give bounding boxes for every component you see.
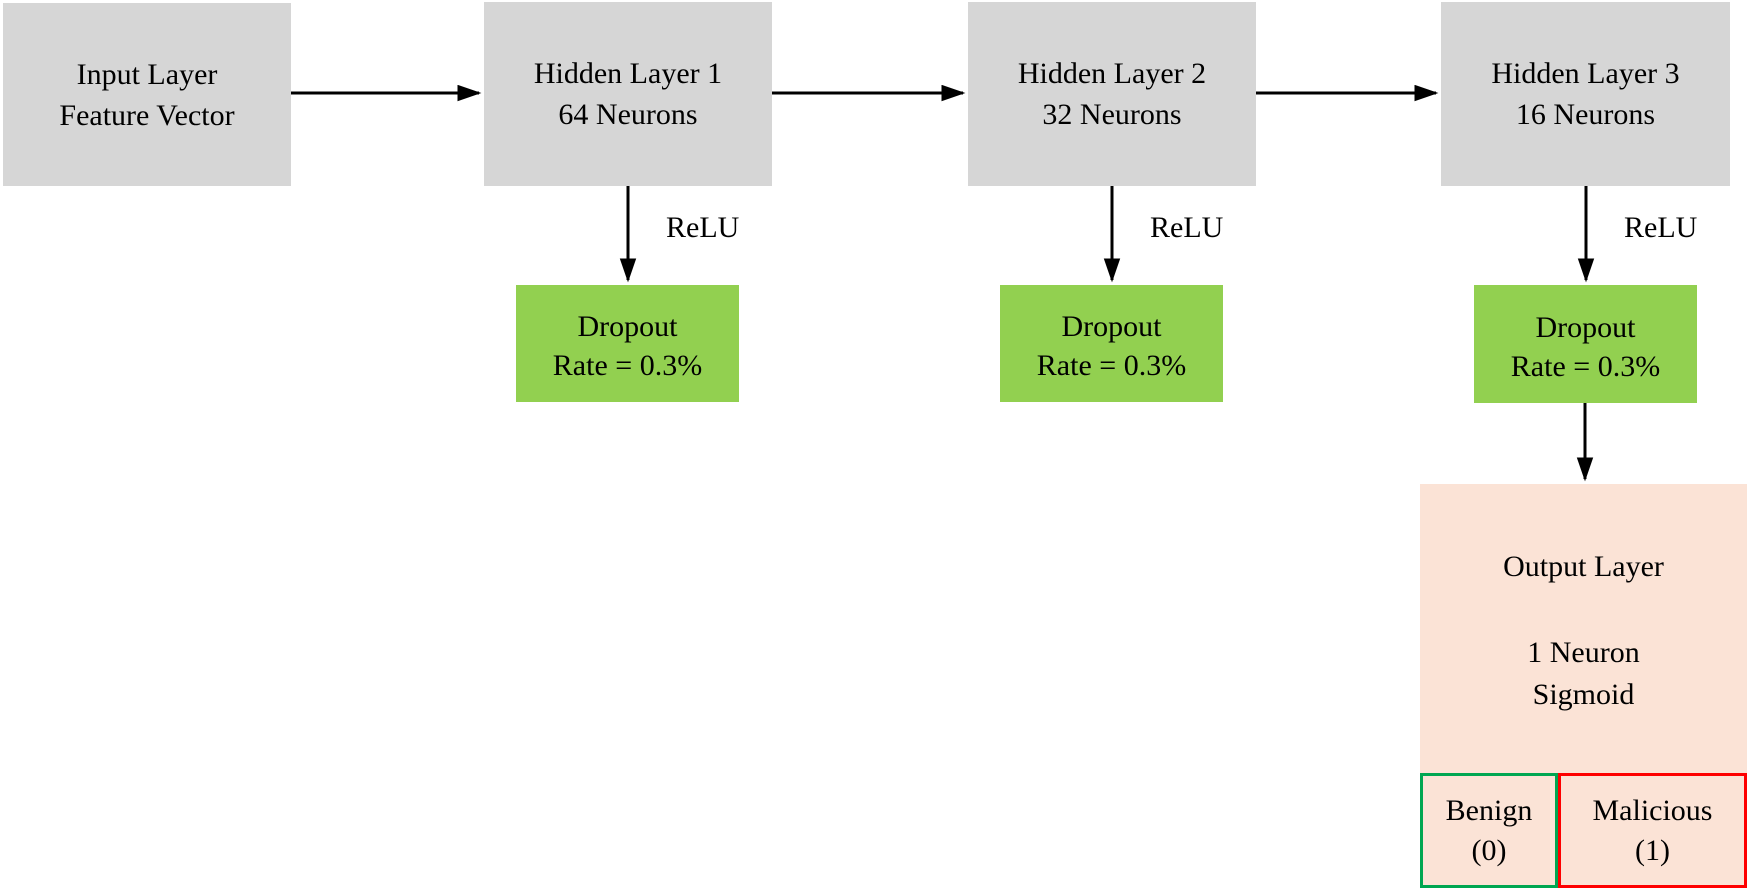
output-layer-neurons: 1 Neuron: [1527, 636, 1640, 669]
relu-label-1: ReLU: [666, 211, 740, 244]
input-layer-node: Input Layer Feature Vector: [3, 3, 291, 186]
hidden-layer-3-title: Hidden Layer 3: [1491, 57, 1680, 90]
dropout-2-node: Dropout Rate = 0.3%: [1000, 285, 1223, 402]
relu-label-3: ReLU: [1624, 211, 1698, 244]
benign-class-label: Benign: [1445, 793, 1533, 827]
hidden-layer-2-node: Hidden Layer 2 32 Neurons: [968, 2, 1256, 186]
output-layer-title: Output Layer: [1503, 550, 1664, 583]
output-layer-activation: Sigmoid: [1532, 678, 1635, 711]
dropout-1-node: Dropout Rate = 0.3%: [516, 285, 739, 402]
input-layer-subtitle: Feature Vector: [59, 98, 235, 132]
hidden-layer-1-subtitle: 64 Neurons: [558, 98, 698, 131]
input-layer-title: Input Layer: [76, 57, 218, 91]
hidden-layer-2-title: Hidden Layer 2: [1017, 57, 1207, 90]
benign-class-value: (0): [1471, 833, 1507, 867]
dropout-2-title: Dropout: [1061, 310, 1162, 343]
malicious-class-value: (1): [1635, 833, 1670, 867]
hidden-layer-1-node: Hidden Layer 1 64 Neurons: [484, 2, 772, 186]
hidden-layer-1-title: Hidden Layer 1: [533, 57, 723, 90]
dropout-1-title: Dropout: [577, 310, 678, 343]
dropout-3-title: Dropout: [1535, 310, 1636, 344]
malicious-class-cell: Malicious (1): [1558, 773, 1747, 888]
hidden-layer-3-subtitle: 16 Neurons: [1515, 98, 1656, 131]
output-layer-node: Output Layer 1 Neuron Sigmoid: [1420, 484, 1747, 888]
malicious-class-label: Malicious: [1592, 793, 1713, 827]
benign-class-cell: Benign (0): [1420, 773, 1558, 888]
dropout-3-rate: Rate = 0.3%: [1510, 349, 1661, 383]
hidden-layer-3-node: Hidden Layer 3 16 Neurons: [1441, 2, 1730, 186]
dropout-1-rate: Rate = 0.3%: [552, 349, 703, 382]
dropout-3-node: Dropout Rate = 0.3%: [1474, 285, 1697, 403]
relu-label-2: ReLU: [1150, 211, 1224, 244]
hidden-layer-2-subtitle: 32 Neurons: [1042, 98, 1182, 131]
dropout-2-rate: Rate = 0.3%: [1036, 349, 1187, 382]
